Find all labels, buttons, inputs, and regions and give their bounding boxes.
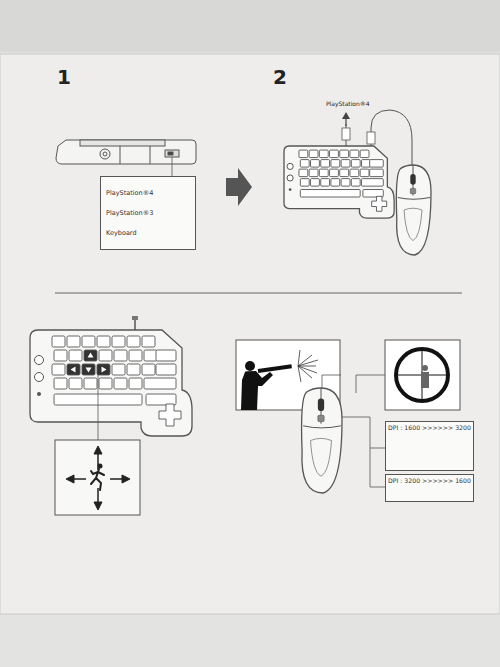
keypad-drawing — [284, 146, 394, 218]
mouse-drawing — [302, 388, 342, 493]
mode-label: PlayStation®3 — [106, 203, 190, 223]
port-label: PlayStation®4 — [326, 101, 370, 108]
dpi-label: DPI : 1600 >>>>>> 3200 — [388, 424, 471, 432]
dpi-callout: DPI : 3200 >>>>>> 1600 — [385, 474, 474, 502]
step-number: 1 — [57, 66, 71, 88]
dpi-label: DPI : 3200 >>>>>> 1600 — [388, 477, 471, 485]
mode-label: Keyboard — [106, 223, 190, 243]
mouse-drawing — [396, 165, 431, 255]
keypad-drawing — [30, 330, 192, 436]
step-number: 2 — [273, 66, 287, 88]
switch-callout: PlayStation®4PlayStation®3Keyboard — [100, 176, 196, 250]
dpi-callout: DPI : 1600 >>>>>> 3200 — [385, 421, 474, 471]
mode-label: PlayStation®4 — [106, 183, 190, 203]
